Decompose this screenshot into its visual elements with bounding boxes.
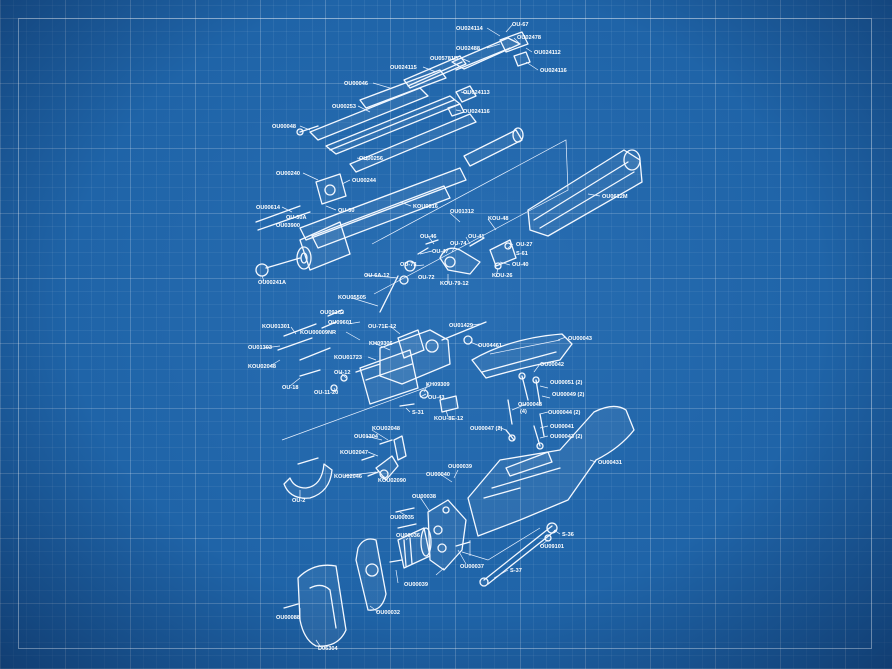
part-label: S-31: [412, 410, 424, 416]
part-label: S-36: [562, 532, 574, 538]
part-label: OU01429: [449, 323, 473, 329]
part-label: OU024114: [456, 26, 484, 32]
part-label: OU00039: [404, 582, 428, 588]
part-label: OU00047 (2): [470, 426, 502, 432]
part-label: OU-30A: [286, 215, 307, 221]
part-label: OU09102: [320, 310, 344, 316]
part-label: OU024115: [390, 65, 417, 71]
part-label: OU-73: [400, 262, 416, 268]
part-label: KOU00009NR: [300, 330, 336, 336]
part-label: OU-2: [292, 498, 305, 504]
part-label: OU0612M: [602, 194, 628, 200]
part-label: OU00041: [550, 424, 574, 430]
part-label: OU00240: [276, 171, 300, 177]
sheet-border: [18, 18, 872, 649]
part-label: OU-6A-12: [364, 273, 390, 279]
part-label: OU00037: [460, 564, 484, 570]
part-label: KOU02047: [340, 450, 368, 456]
part-label: OU-67: [512, 22, 528, 28]
part-label: OU00253: [332, 104, 356, 110]
part-label: OU00043: [568, 336, 592, 342]
part-label: KOU02048: [372, 426, 400, 432]
part-label: (4): [520, 409, 527, 415]
part-label: OU-74: [450, 241, 467, 247]
part-label: OU04461: [478, 343, 502, 349]
part-label: OU01312: [450, 209, 474, 215]
part-label: OU-40: [512, 262, 528, 268]
stock-assembly: [283, 333, 635, 647]
part-label: OU-43: [428, 395, 444, 401]
part-label: OU-41: [468, 234, 484, 240]
part-label: OU00036: [396, 533, 420, 539]
part-label: OU00038: [412, 494, 436, 500]
part-label: OU03900: [276, 223, 300, 229]
barrel-assembly: [255, 127, 643, 295]
part-label: OU00051 (2): [550, 380, 582, 386]
part-label: KOU02048: [248, 364, 276, 370]
part-label: KOU-26: [492, 273, 513, 279]
part-label: OU024116: [463, 109, 490, 115]
part-label: OU00043 (2): [550, 434, 582, 440]
part-label: S-61: [516, 251, 528, 257]
part-label: KOU01301: [262, 324, 290, 330]
part-label: OU-71E-12: [368, 324, 396, 330]
part-label: OU00039: [448, 464, 472, 470]
part-label: OU00241A: [258, 280, 286, 286]
top-rib-assembly: [296, 31, 531, 173]
part-label: OU00040: [426, 472, 450, 478]
part-label: KOU01723: [334, 355, 362, 361]
part-label: OU-72: [418, 275, 434, 281]
part-label: D06304: [318, 646, 338, 652]
trigger-group: [283, 435, 407, 499]
part-label: OU024116: [540, 68, 567, 74]
receiver-assembly: [277, 309, 561, 441]
part-label: OU-46: [420, 234, 436, 240]
part-label: OU00244: [352, 178, 377, 184]
part-label: OU-18: [282, 385, 298, 391]
part-label: KH09306: [369, 341, 393, 347]
part-label: KOU-79-12: [440, 281, 469, 287]
part-label: KH09309: [426, 382, 450, 388]
part-label: OU00614: [256, 205, 281, 211]
part-label: KOU02090: [378, 478, 406, 484]
part-label: OU00035: [390, 515, 414, 521]
part-label: OU-47: [432, 249, 448, 255]
part-label: OU-12: [334, 370, 350, 376]
part-label: OU00431: [598, 460, 622, 466]
part-label: OU00256: [359, 156, 383, 162]
part-label: OU00088: [276, 615, 300, 621]
part-label: OU09601: [328, 320, 352, 326]
part-label: KOU-8E-12: [434, 416, 463, 422]
part-label: KOU05505: [338, 295, 366, 301]
part-label: OU-30: [338, 208, 354, 214]
part-label: OU05781B: [430, 56, 458, 62]
part-label: OU02478: [517, 35, 541, 41]
part-label: OU00048: [272, 124, 296, 130]
part-label: OU00046: [344, 81, 368, 87]
part-label: OU00032: [376, 610, 400, 616]
part-label: KOU-48: [488, 216, 509, 222]
part-label: S-37: [510, 568, 522, 574]
part-label: OU02488: [456, 46, 480, 52]
part-label: OU01304: [354, 434, 379, 440]
part-label: OU-11-20: [314, 390, 338, 396]
part-labels: OU024114 OU-67 OU02488 OU02478 OU05781B …: [248, 22, 628, 652]
part-label: OU024113: [463, 90, 490, 96]
part-label: OU024112: [534, 50, 561, 56]
part-label: KOU02046: [334, 474, 362, 480]
part-label: OU-27: [516, 242, 532, 248]
part-label: OU00042: [540, 362, 564, 368]
part-label: OU01303: [248, 345, 272, 351]
part-label: KOU0816: [413, 204, 438, 210]
part-label: OU09101: [540, 544, 564, 550]
part-label: OU00044 (2): [548, 410, 580, 416]
part-label: OU00049 (2): [552, 392, 584, 398]
part-label: OU00048: [518, 402, 542, 408]
leader-lines: [261, 23, 601, 647]
